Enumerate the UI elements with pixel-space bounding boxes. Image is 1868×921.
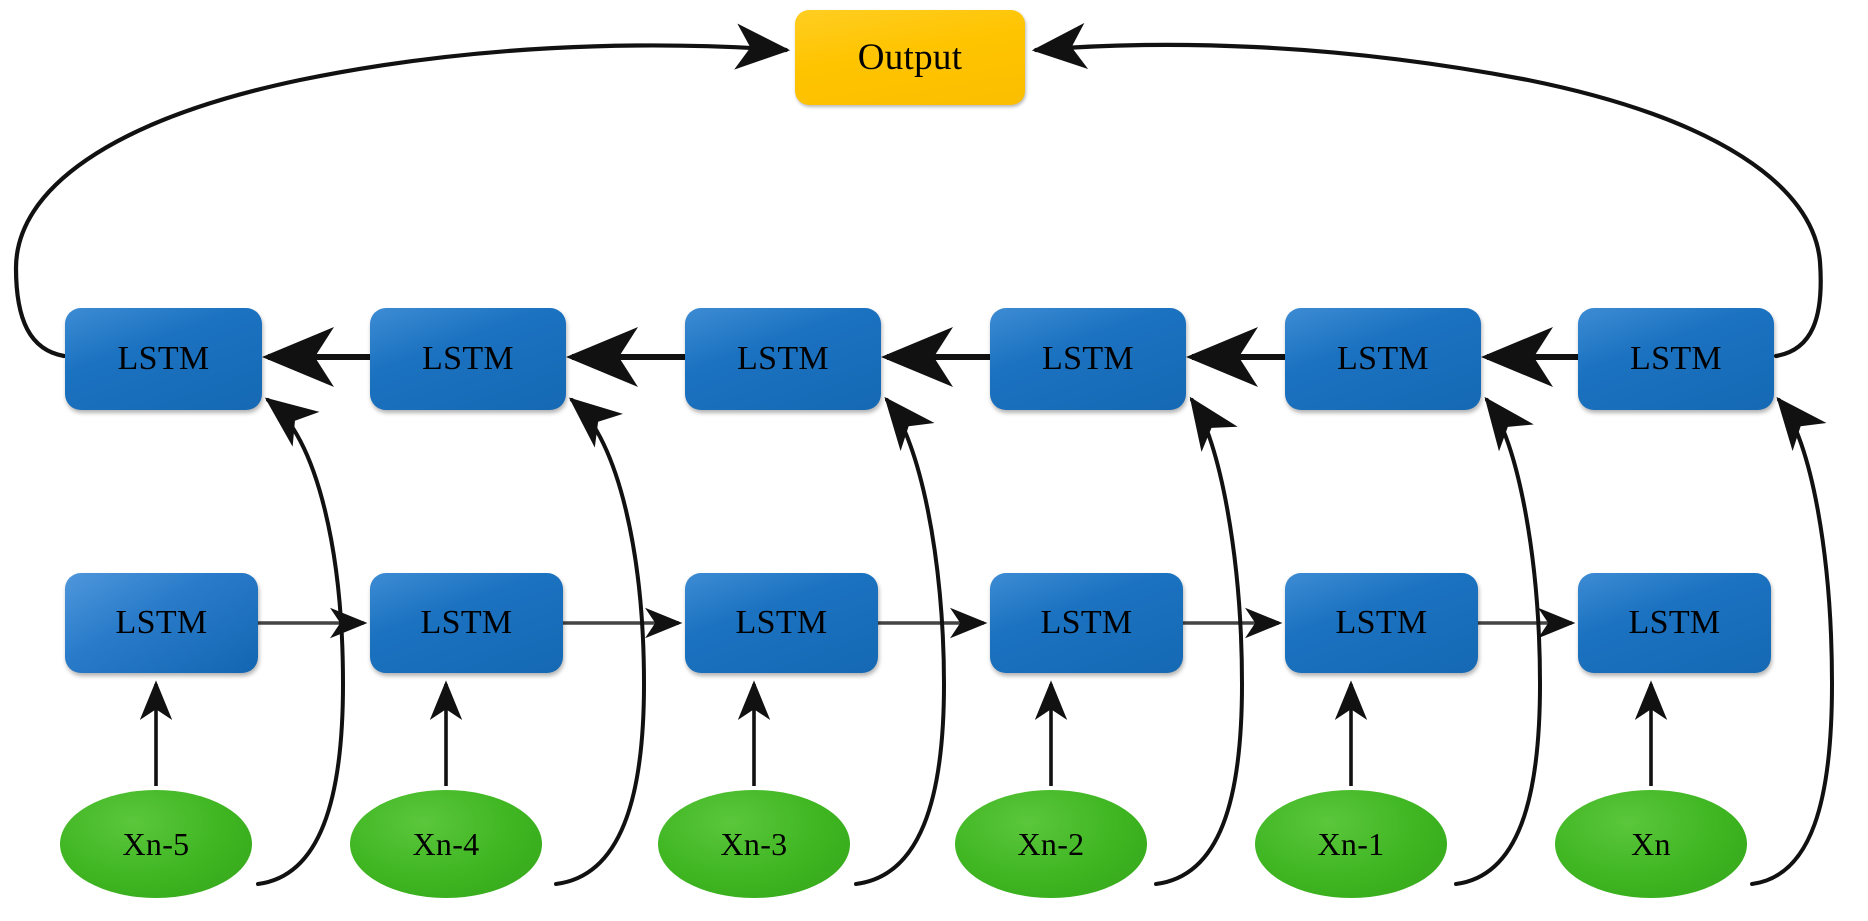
- input-node-5[interactable]: Xn: [1555, 790, 1747, 898]
- backward-lstm-cell-4[interactable]: LSTM: [1285, 308, 1481, 410]
- backward-lstm-cell-5-label: LSTM: [1630, 340, 1722, 377]
- forward-lstm-cell-2[interactable]: LSTM: [685, 573, 878, 673]
- backward-lstm-cell-1[interactable]: LSTM: [370, 308, 566, 410]
- backward-lstm-cell-0[interactable]: LSTM: [65, 308, 262, 410]
- forward-lstm-cell-4-label: LSTM: [1335, 604, 1428, 641]
- forward-lstm-cell-1-label: LSTM: [420, 604, 513, 641]
- backward-lstm-cell-2[interactable]: LSTM: [685, 308, 881, 410]
- forward-lstm-cell-3[interactable]: LSTM: [990, 573, 1183, 673]
- backward-lstm-cell-2-label: LSTM: [737, 340, 829, 377]
- backward-lstm-cell-5[interactable]: LSTM: [1578, 308, 1774, 410]
- edge-input-to-forward: [139, 680, 1668, 786]
- input-node-4[interactable]: Xn-1: [1255, 790, 1447, 898]
- backward-lstm-cell-1-label: LSTM: [422, 340, 514, 377]
- input-node-4-label: Xn-1: [1317, 826, 1385, 862]
- edge-backward-first-to-output: [13, 23, 791, 359]
- input-node-2-label: Xn-3: [720, 826, 788, 862]
- forward-lstm-cell-1[interactable]: LSTM: [370, 573, 563, 673]
- forward-lstm-cell-5-label: LSTM: [1628, 604, 1721, 641]
- backward-lstm-cell-3[interactable]: LSTM: [990, 308, 1186, 410]
- backward-lstm-cell-4-label: LSTM: [1337, 340, 1429, 377]
- input-node-1-label: Xn-4: [412, 826, 480, 862]
- forward-lstm-cell-0[interactable]: LSTM: [65, 573, 258, 673]
- input-node-1[interactable]: Xn-4: [350, 790, 542, 898]
- output-node-label: Output: [857, 37, 963, 78]
- backward-lstm-cell-0-label: LSTM: [117, 340, 210, 377]
- edge-input-to-backward: [256, 396, 1835, 886]
- forward-lstm-cell-5[interactable]: LSTM: [1578, 573, 1771, 673]
- output-node[interactable]: Output: [795, 10, 1025, 105]
- forward-lstm-cell-2-label: LSTM: [735, 604, 828, 641]
- forward-lstm-cell-0-label: LSTM: [115, 604, 208, 641]
- forward-lstm-cell-3-label: LSTM: [1040, 604, 1133, 641]
- forward-lstm-cell-4[interactable]: LSTM: [1285, 573, 1478, 673]
- input-node-3[interactable]: Xn-2: [955, 790, 1147, 898]
- edge-backward-last-to-output: [1031, 22, 1823, 359]
- input-node-0[interactable]: Xn-5: [60, 790, 252, 898]
- input-node-2[interactable]: Xn-3: [658, 790, 850, 898]
- input-node-5-label: Xn: [1631, 826, 1671, 862]
- input-node-0-label: Xn-5: [122, 826, 190, 862]
- backward-lstm-cell-3-label: LSTM: [1042, 340, 1134, 377]
- input-node-3-label: Xn-2: [1017, 826, 1085, 862]
